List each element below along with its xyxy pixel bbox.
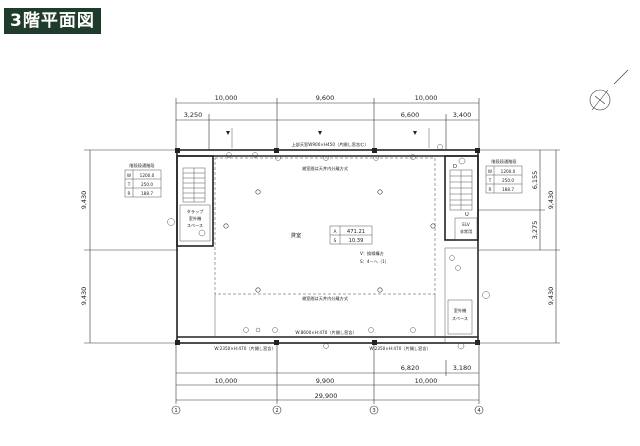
room-note-s: S：4－へ（1） [360,259,389,264]
bottom-dimensions: 6,820 3,180 10,000 9,900 10,000 29,900 [175,345,480,404]
dim-left-1: 9,430 [80,191,88,210]
stair-mark-d: D [453,164,457,170]
dim-bottom-sub-1: 6,820 [401,364,420,372]
dim-top-2: 9,600 [316,94,335,102]
room-label-group: 貸室 A 471.21 S 10.39 V：換線構方 S：4－へ（1） [291,225,389,264]
right-dimensions: 6,155 3,275 9,430 9,430 [478,149,560,344]
stair-right-value-r: 188.7 [502,187,514,192]
stair-left-key-r: R [128,191,131,196]
dim-bottom-1: 10,000 [215,377,238,385]
left-core: タラップ 室外機 スペース [167,155,214,247]
bottom-note-3: W:2350×H:470（片開し窓含） [369,345,430,352]
stair-right-key-w: W [488,169,492,174]
room-area-value-s: 10.39 [349,238,364,244]
dim-top-sub-2: 6,600 [401,111,420,119]
stair-table-left: 階段段通階段 W 1200.0 T 250.0 R 188.7 [124,162,162,198]
dim-top-sub-3: 3,400 [453,111,472,119]
stair-right-key-t: T [488,178,492,183]
dim-bottom-2: 9,900 [316,377,335,385]
stair-left-value-w: 1200.0 [140,173,155,178]
dim-top-3: 10,000 [415,94,438,102]
stair-right-title: 階段段通階段 [491,158,517,165]
stair-table-right: 階段段通階段 W 1200.0 T 250.0 R 188.7 [485,158,523,194]
room-note-v: V：換線構方 [360,250,384,257]
right-room-line1: 室外機 [454,307,467,314]
dim-right-1: 6,155 [531,171,539,190]
left-room-line1: タラップ [187,208,205,215]
stair-mark-u: U [465,212,469,218]
elv-line2: 非常用 [460,228,473,235]
page-title: 3階平面図 [4,8,101,34]
stair-right-key-r: R [489,187,492,192]
stair-left-value-t: 250.0 [141,182,153,187]
building-outline [175,148,480,345]
fixtures [223,144,443,349]
bottom-note-2: W:8600×H:470（片開し窓含） [295,329,356,336]
grid-markers: 1 2 3 4 [171,405,484,415]
grid-label-1: 1 [174,408,177,414]
dim-bottom-3: 10,000 [415,377,438,385]
dim-right-2: 3,275 [531,221,539,240]
dim-right-3: 9,430 [547,191,555,210]
dim-bottom-sub-2: 3,180 [453,364,472,372]
left-room-line2: 室外機 [189,215,202,222]
elv-line1: ELV [462,222,470,227]
north-arrow-icon [589,69,629,111]
bottom-note-1: W:2350×H:470（片開し窓含） [214,345,275,352]
dim-total: 29,900 [315,392,338,400]
stair-left-title: 階段段通階段 [129,162,155,169]
stair-left-key-w: W [127,173,131,178]
right-room-line2: スペース [452,316,468,321]
inner-bottom-note: 貸室間は天井内分離方式 [302,295,349,302]
inner-top-note: 貸室間は天井内分離方式 [302,165,349,172]
stair-right-value-w: 1200.0 [501,169,516,174]
room-area-key-a: A [334,229,337,234]
stair-left-value-r: 188.7 [141,191,153,196]
room-area-value-a: 471.21 [347,229,365,235]
left-dimensions: 9,430 9,430 [80,149,178,344]
grid-label-4: 4 [477,408,481,414]
room-area-key-s: S [334,238,337,243]
dim-top-sub-1: 3,250 [184,111,203,119]
top-dimensions: 10,000 9,600 10,000 3,250 6,600 3,400 [175,94,480,150]
dim-top-1: 10,000 [215,94,238,102]
dim-left-2: 9,430 [80,287,88,306]
dim-right-4: 9,430 [547,287,555,306]
stair-left-key-t: T [127,182,131,187]
left-room-line3: スペース [187,223,203,228]
right-core: D U ELV 非常用 室外機 スペース [444,155,490,350]
top-beam-note: 上部天窓W900×H450（片開し窓含む） [291,141,368,148]
grid-label-2: 2 [275,408,278,414]
stair-right-value-t: 250.0 [502,178,514,183]
grid-label-3: 3 [372,408,375,414]
room-name: 貸室 [291,231,301,239]
